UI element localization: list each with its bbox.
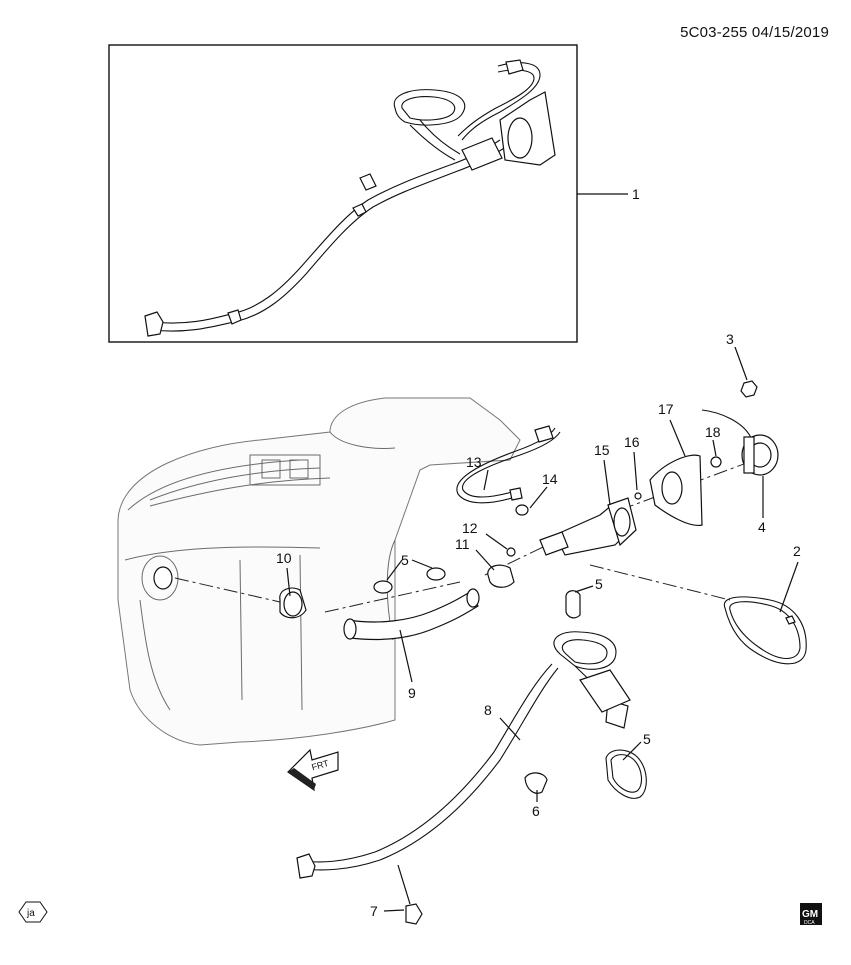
callout-4: 4	[758, 519, 766, 535]
part-7-clip	[405, 903, 423, 925]
part-5-clamp-c	[565, 590, 581, 619]
gm-logo-text: GM	[802, 909, 818, 920]
callout-11: 11	[455, 536, 470, 552]
callout-5b: 5	[595, 576, 603, 592]
part-6-clip	[524, 772, 548, 794]
part-16-screw	[634, 492, 642, 500]
part-14-grommet	[515, 504, 529, 516]
part-11-clamp	[487, 564, 515, 588]
part-5-clamp-b	[426, 567, 446, 581]
front-direction-arrow: FRT	[287, 748, 339, 792]
part-5-clamp-a	[373, 580, 393, 594]
part-9-hose	[343, 588, 480, 641]
callout-18: 18	[705, 424, 721, 440]
inset-box	[108, 44, 578, 343]
callout-6: 6	[532, 803, 540, 819]
part-2-seal	[723, 596, 807, 665]
callout-17: 17	[658, 401, 674, 417]
part-17-bezel	[649, 454, 703, 527]
callout-9: 9	[408, 685, 416, 701]
callout-5c: 5	[643, 731, 651, 747]
callout-7: 7	[370, 903, 378, 919]
fuel-tank	[117, 397, 521, 746]
callout-16: 16	[624, 434, 640, 450]
callout-2: 2	[793, 543, 801, 559]
callout-14: 14	[542, 471, 558, 487]
callout-10: 10	[276, 550, 292, 566]
callout-5a: 5	[401, 552, 409, 568]
part-18-fastener	[710, 456, 722, 468]
callout-15: 15	[594, 442, 610, 458]
callout-8: 8	[484, 702, 492, 718]
callout-12: 12	[462, 520, 478, 536]
frt-label: FRT	[310, 758, 330, 773]
part-10-clamp	[279, 587, 307, 619]
part-15-filler-housing	[539, 497, 637, 556]
author-initials: ja	[26, 908, 35, 919]
callout-13: 13	[466, 454, 482, 470]
part-5-seal-lower	[605, 749, 647, 799]
part-8-filler-pipe	[296, 631, 631, 879]
part-13-vent-hose	[456, 425, 561, 504]
callout-3: 3	[726, 331, 734, 347]
callout-1: 1	[632, 186, 640, 202]
gm-logo: GM DCA	[800, 903, 822, 926]
gm-logo-sub: DCA	[804, 920, 815, 926]
diagram-code: 5C03-255 04/15/2019	[680, 24, 829, 41]
part-12-bolt	[506, 547, 516, 557]
part-3-nut	[740, 380, 758, 398]
part-4-fuel-cap	[701, 409, 779, 476]
filler-pipe-assembly-inset	[144, 59, 556, 337]
author-badge: ja	[18, 901, 48, 923]
